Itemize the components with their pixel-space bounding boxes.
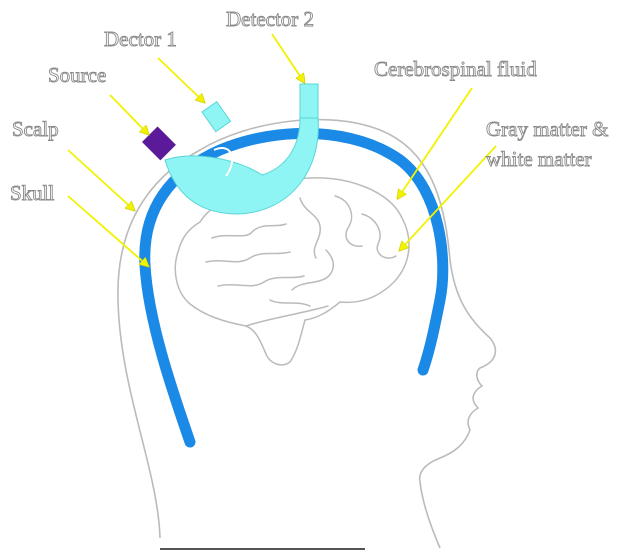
pointer-arrows: [67, 33, 497, 266]
label-csf: Cerebrospinal fluid: [374, 57, 537, 81]
label-skull: Skull: [10, 181, 55, 205]
light-path-crescent: [164, 117, 319, 215]
label-detector1: Dector 1: [104, 27, 177, 51]
head-outline: [117, 118, 497, 549]
arrow-csf: [398, 87, 473, 198]
labels: Detector 2 Dector 1 Source Scalp Skull C…: [10, 7, 609, 206]
detector-1: [201, 100, 232, 133]
arrow-source: [109, 94, 148, 134]
arrow-scalp: [67, 149, 134, 210]
arrow-gray-white: [400, 145, 497, 250]
label-gray-white-2: white matter: [486, 147, 592, 171]
label-gray-white-1: Gray matter &: [486, 117, 608, 141]
source: [142, 126, 176, 161]
arrow-detector1: [157, 57, 204, 102]
label-detector2: Detector 2: [226, 7, 314, 31]
skull-arc: [139, 127, 449, 448]
label-scalp: Scalp: [12, 117, 59, 141]
light-path-inner-arc: [213, 147, 234, 177]
arrow-detector2: [271, 33, 304, 82]
detector-2: [299, 83, 319, 119]
label-source: Source: [48, 63, 106, 87]
arrow-skull: [67, 195, 148, 266]
